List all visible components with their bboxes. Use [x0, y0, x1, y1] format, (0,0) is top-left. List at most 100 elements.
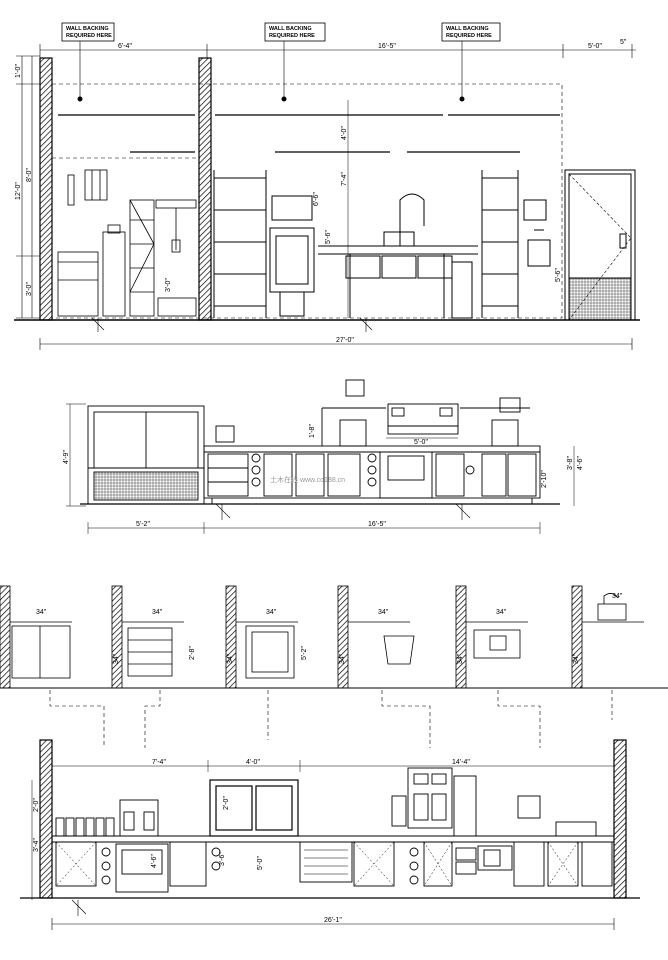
svg-text:34": 34" [227, 653, 234, 664]
entry-door[interactable] [564, 169, 636, 321]
svg-text:3'-4": 3'-4" [33, 838, 40, 852]
svg-text:7'-4": 7'-4" [152, 759, 166, 766]
wall-left-3 [39, 739, 53, 899]
svg-text:34": 34" [457, 653, 464, 664]
section-e [455, 585, 528, 689]
svg-text:2'-0": 2'-0" [33, 798, 40, 812]
coffee-brewers [391, 767, 597, 837]
wall-backing-note-2: WALL BACKING REQUIRED HERE [264, 22, 326, 102]
svg-text:5'-0": 5'-0" [414, 439, 428, 446]
bottle-rail [55, 799, 159, 837]
lower-counter [52, 835, 614, 893]
svg-text:34": 34" [573, 653, 580, 664]
svg-text:1'-0": 1'-0" [15, 64, 22, 78]
svg-text:27'-0": 27'-0" [336, 337, 354, 344]
svg-text:12'-0": 12'-0" [15, 182, 22, 200]
section-marker-2b [455, 503, 471, 520]
svg-text:WALL BACKING: WALL BACKING [66, 26, 109, 32]
bar-back-shelf [215, 379, 530, 447]
svg-text:34": 34" [612, 593, 623, 600]
refrigerated-display-case [87, 405, 205, 505]
svg-text:34": 34" [113, 653, 120, 664]
svg-text:5": 5" [620, 39, 627, 46]
elev3-top-dimension: 7'-4" 4'-0" 14'-4" 2'-0" 3'-4" [31, 759, 615, 900]
section-f [571, 585, 644, 689]
svg-text:1'-8": 1'-8" [309, 424, 316, 438]
svg-text:5'-0": 5'-0" [588, 43, 602, 50]
section-a [0, 585, 72, 689]
svg-text:5'-0": 5'-0" [257, 856, 264, 870]
wall-right-3 [613, 739, 627, 899]
elev3-overall-dimension: 26'-1" [51, 917, 615, 930]
svg-text:4'-6": 4'-6" [577, 456, 584, 470]
elev1-overall-dimension: 27'-0" [39, 337, 633, 350]
svg-text:5'-2": 5'-2" [136, 521, 150, 528]
section-b [111, 585, 184, 689]
shelving-unit-left [213, 170, 267, 318]
elevation-wall-3: 7'-4" 4'-0" 14'-4" 2'-0" 3'-4" [20, 739, 640, 930]
wall-backing-note-3: WALL BACKING REQUIRED HERE [441, 22, 501, 102]
svg-text:34": 34" [36, 609, 47, 616]
wall-column-1 [198, 57, 212, 321]
svg-text:4'-6": 4'-6" [151, 854, 158, 868]
svg-text:4'-9": 4'-9" [63, 450, 70, 464]
prep-sink-3-compartment [318, 193, 478, 319]
wall-backing-note-1: WALL BACKING REQUIRED HERE [61, 22, 115, 102]
svg-text:WALL BACKING: WALL BACKING [446, 26, 489, 32]
svg-text:26'-1": 26'-1" [324, 917, 342, 924]
svg-text:34": 34" [152, 609, 163, 616]
svg-text:3'-6": 3'-6" [219, 852, 226, 866]
shelving-unit-right [481, 170, 519, 318]
section-details-row: 34" 34" 34" 34" 34" 34" 34" 34" 34" 34" … [0, 585, 668, 689]
section-marker-1a [91, 317, 105, 332]
ice-machine [269, 195, 315, 317]
svg-text:REQUIRED HERE: REQUIRED HERE [446, 33, 492, 39]
svg-text:REQUIRED HERE: REQUIRED HERE [66, 33, 112, 39]
svg-text:16'-5": 16'-5" [378, 43, 396, 50]
svg-text:2'-8": 2'-8" [189, 646, 196, 660]
svg-text:7'-4": 7'-4" [341, 172, 348, 186]
svg-text:6'-6": 6'-6" [313, 192, 320, 206]
water-filter-system [57, 169, 126, 317]
wall-shelves-upper [58, 114, 560, 153]
svg-text:34": 34" [378, 609, 389, 616]
elev1-left-dimension: 1'-0" 8'-0" 12'-0" 3'-0" [15, 55, 40, 319]
elev3-mid-dimensions: 2'-0" 3'-6" 5'-0" 4'-6" [151, 796, 264, 870]
svg-text:6'-4": 6'-4" [118, 43, 132, 50]
elevation-wall-1: WALL BACKING REQUIRED HERE WALL BACKING … [14, 22, 640, 350]
svg-text:5'-2": 5'-2" [301, 646, 308, 660]
section-c [225, 585, 298, 689]
espresso-machine [387, 403, 459, 435]
svg-text:REQUIRED HERE: REQUIRED HERE [269, 33, 315, 39]
section-marker-1b [359, 317, 373, 332]
wall-left-1 [39, 57, 53, 321]
svg-text:34": 34" [266, 609, 277, 616]
svg-text:4'-0": 4'-0" [341, 126, 348, 140]
svg-text:5'-6": 5'-6" [325, 230, 332, 244]
elev1-mid-dimensions: 4'-0" 7'-4" 6'-6" 5'-6" 3'-0" 5'-6" [165, 100, 562, 318]
svg-text:3'-0": 3'-0" [26, 282, 33, 296]
elevation-bar-counter: 4'-9" 1'-8" 5'-0" 3'-8" 4'-6" 2'-10" 5'-… [63, 379, 584, 534]
elev1-top-dimension: 6'-4" 16'-5" 5'-0" 5" [39, 39, 636, 58]
svg-text:WALL BACKING: WALL BACKING [269, 26, 312, 32]
svg-text:5'-6": 5'-6" [555, 268, 562, 282]
section-marker-3 [71, 899, 87, 916]
section-marker-2a [215, 503, 231, 520]
svg-text:16'-5": 16'-5" [368, 521, 386, 528]
svg-text:34": 34" [339, 653, 346, 664]
svg-text:3'-0": 3'-0" [165, 278, 172, 292]
svg-text:2'-10": 2'-10" [541, 470, 548, 488]
svg-text:8'-0": 8'-0" [26, 168, 33, 182]
elev2-dimensions: 4'-9" 1'-8" 5'-0" 3'-8" 4'-6" 2'-10" 5'-… [63, 403, 584, 534]
hand-sink [523, 199, 551, 267]
svg-text:34": 34" [496, 609, 507, 616]
svg-text:2'-0": 2'-0" [223, 796, 230, 810]
watermark: 土木在线 www.co188.cn [270, 475, 345, 484]
section-d [337, 585, 415, 689]
svg-text:14'-4": 14'-4" [452, 759, 470, 766]
bar-counter-base [203, 445, 541, 504]
svg-text:3'-8": 3'-8" [567, 456, 574, 470]
svg-text:4'-0": 4'-0" [246, 759, 260, 766]
mop-rack [129, 199, 197, 317]
